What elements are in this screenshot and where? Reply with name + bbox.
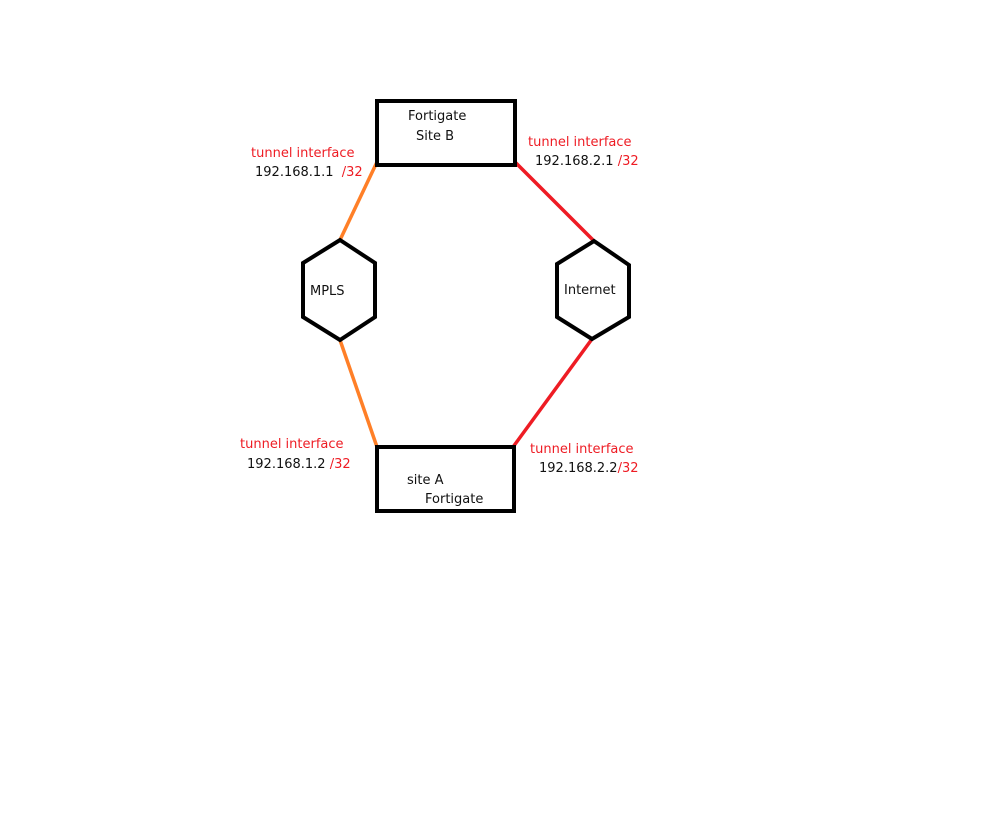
label-title: tunnel interface bbox=[528, 135, 632, 150]
site-a-node: site A Fortigate bbox=[375, 445, 516, 513]
label-b-mpls: tunnel interface 192.168.1.1 /32 bbox=[251, 146, 363, 180]
label-ip: 192.168.1.2 bbox=[247, 457, 330, 472]
site-a-line1: site A bbox=[407, 473, 444, 488]
site-a-line2: Fortigate bbox=[425, 492, 483, 507]
svg-text:192.168.1.2 /32: 192.168.1.2 /32 bbox=[247, 457, 351, 472]
mpls-label: MPLS bbox=[310, 284, 345, 299]
site-b-line1: Fortigate bbox=[408, 109, 466, 124]
label-mask: /32 bbox=[618, 461, 639, 476]
link-mpls-sitea bbox=[338, 339, 379, 448]
svg-text:192.168.2.2/32: 192.168.2.2/32 bbox=[539, 461, 639, 476]
mpls-node: MPLS bbox=[301, 237, 377, 343]
label-mask: /32 bbox=[342, 165, 363, 180]
svg-text:192.168.1.1 /32: 192.168.1.1 /32 bbox=[255, 165, 363, 180]
link-internet-sitea bbox=[511, 337, 594, 449]
internet-node: Internet bbox=[555, 238, 631, 342]
label-ip: 192.168.2.2 bbox=[539, 461, 618, 476]
svg-text:192.168.2.1 /32: 192.168.2.1 /32 bbox=[535, 154, 639, 169]
link-siteb-internet bbox=[510, 157, 596, 243]
label-title: tunnel interface bbox=[240, 437, 344, 452]
label-mask: /32 bbox=[618, 154, 639, 169]
site-b-node: Fortigate Site B bbox=[375, 99, 517, 167]
label-mask: /32 bbox=[330, 457, 351, 472]
label-b-internet: tunnel interface 192.168.2.1 /32 bbox=[528, 135, 639, 169]
site-b-line2: Site B bbox=[416, 129, 454, 144]
label-title: tunnel interface bbox=[530, 442, 634, 457]
label-a-internet: tunnel interface 192.168.2.2/32 bbox=[530, 442, 639, 476]
label-a-mpls: tunnel interface 192.168.1.2 /32 bbox=[240, 437, 351, 472]
label-ip: 192.168.1.1 bbox=[255, 165, 338, 180]
internet-label: Internet bbox=[564, 283, 616, 298]
link-siteb-mpls bbox=[338, 161, 379, 241]
label-title: tunnel interface bbox=[251, 146, 355, 161]
label-ip: 192.168.2.1 bbox=[535, 154, 618, 169]
